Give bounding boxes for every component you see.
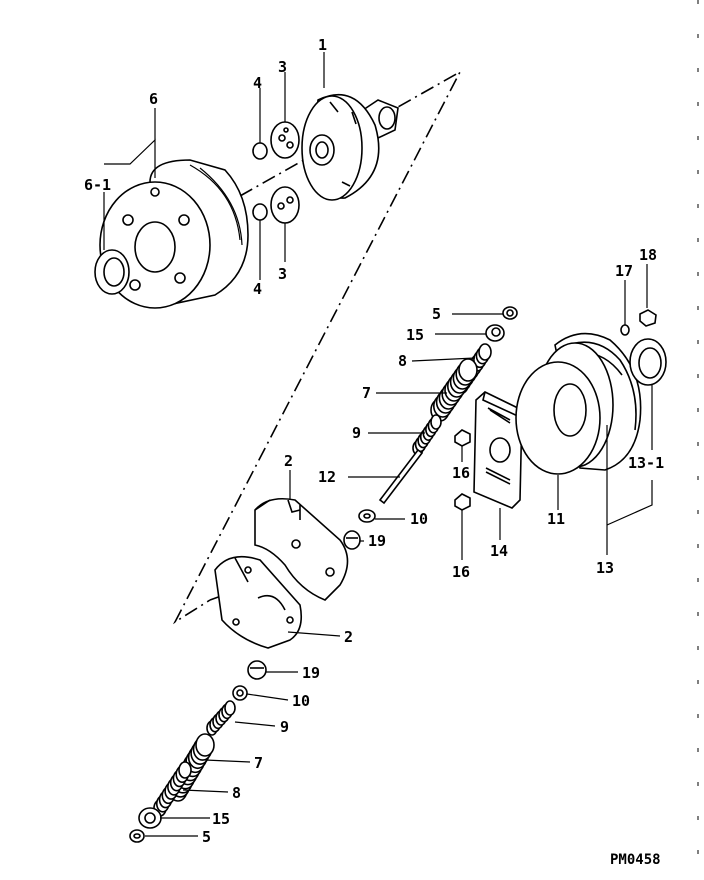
callout-6: 6: [149, 90, 158, 108]
callout-4-upper: 4: [253, 74, 262, 92]
callout-10-upper: 10: [410, 510, 428, 528]
callout-12: 12: [318, 468, 336, 486]
callout-16-lower: 16: [452, 563, 470, 581]
seal-part-6-1: [94, 249, 130, 295]
callout-19-lower: 19: [302, 664, 320, 682]
callout-7-upper: 7: [362, 384, 371, 402]
leader-lines: [103, 52, 653, 837]
callout-14: 14: [490, 542, 508, 560]
plug-part-19-lower: [247, 660, 267, 680]
callout-8-upper: 8: [398, 352, 407, 370]
seal-part-13-1: [629, 338, 667, 386]
alignment-line: [172, 69, 462, 625]
nut-part-16-lower: [454, 493, 471, 511]
washer-part-10-upper: [358, 509, 376, 523]
cap-part-15-upper: [485, 324, 505, 342]
callout-4-lower: 4: [253, 280, 262, 298]
plug-part-18: [639, 309, 657, 327]
callout-2-lower: 2: [344, 628, 353, 646]
nut-part-16-upper: [454, 429, 471, 447]
collar-part-2-upper: [254, 497, 349, 601]
callout-16-upper: 16: [452, 464, 470, 482]
callout-3-upper: 3: [278, 58, 287, 76]
spring-coil: [478, 343, 492, 361]
collar-part-2-lower: [214, 555, 303, 649]
shaft-part-1: [301, 93, 399, 201]
washer-part-17: [620, 324, 630, 336]
spring-part-8-lower: [153, 761, 192, 817]
callout-5-upper: 5: [432, 305, 441, 323]
rod-part-12: [378, 448, 424, 505]
spring-coil: [458, 358, 478, 382]
callout-9-lower: 9: [280, 718, 289, 736]
callout-19-upper: 19: [368, 532, 386, 550]
bushing-part-4-upper: [252, 142, 268, 160]
plate-part-14: [473, 391, 523, 509]
spring-coil: [224, 700, 236, 716]
callout-3-lower: 3: [278, 265, 287, 283]
spring-coil: [178, 761, 192, 779]
callout-15-upper: 15: [406, 326, 424, 344]
callout-10-lower: 10: [292, 692, 310, 710]
callout-1: 1: [318, 36, 327, 54]
callout-13-1: 13-1: [628, 454, 664, 472]
disc-part-11: [515, 361, 601, 475]
nut-part-5-lower: [129, 829, 145, 843]
callout-7-lower: 7: [254, 754, 263, 772]
washer-part-10-lower: [232, 685, 248, 701]
spring-coil: [430, 414, 442, 430]
callout-6-1: 6-1: [84, 176, 111, 194]
cap-part-15-lower: [138, 807, 162, 829]
callout-5-lower: 5: [202, 828, 211, 846]
plug-part-19-upper: [343, 530, 361, 550]
figure-code: PM0458: [610, 852, 661, 868]
callout-13: 13: [596, 559, 614, 577]
spring-part-7-upper: [430, 358, 478, 422]
callout-2-upper: 2: [284, 452, 293, 470]
spring-part-9-lower: [206, 700, 236, 736]
callout-17: 17: [615, 262, 633, 280]
callout-15-lower: 15: [212, 810, 230, 828]
callout-9-upper: 9: [352, 424, 361, 442]
nut-part-5-upper: [502, 306, 518, 320]
callout-8-lower: 8: [232, 784, 241, 802]
plate-part-3-upper: [270, 121, 300, 159]
spring-part-9-upper: [412, 414, 442, 456]
spring-coil: [195, 733, 215, 757]
bushing-part-4-lower: [252, 203, 268, 221]
plate-part-3-lower: [270, 186, 300, 224]
callout-18: 18: [639, 246, 657, 264]
callout-11: 11: [547, 510, 565, 528]
